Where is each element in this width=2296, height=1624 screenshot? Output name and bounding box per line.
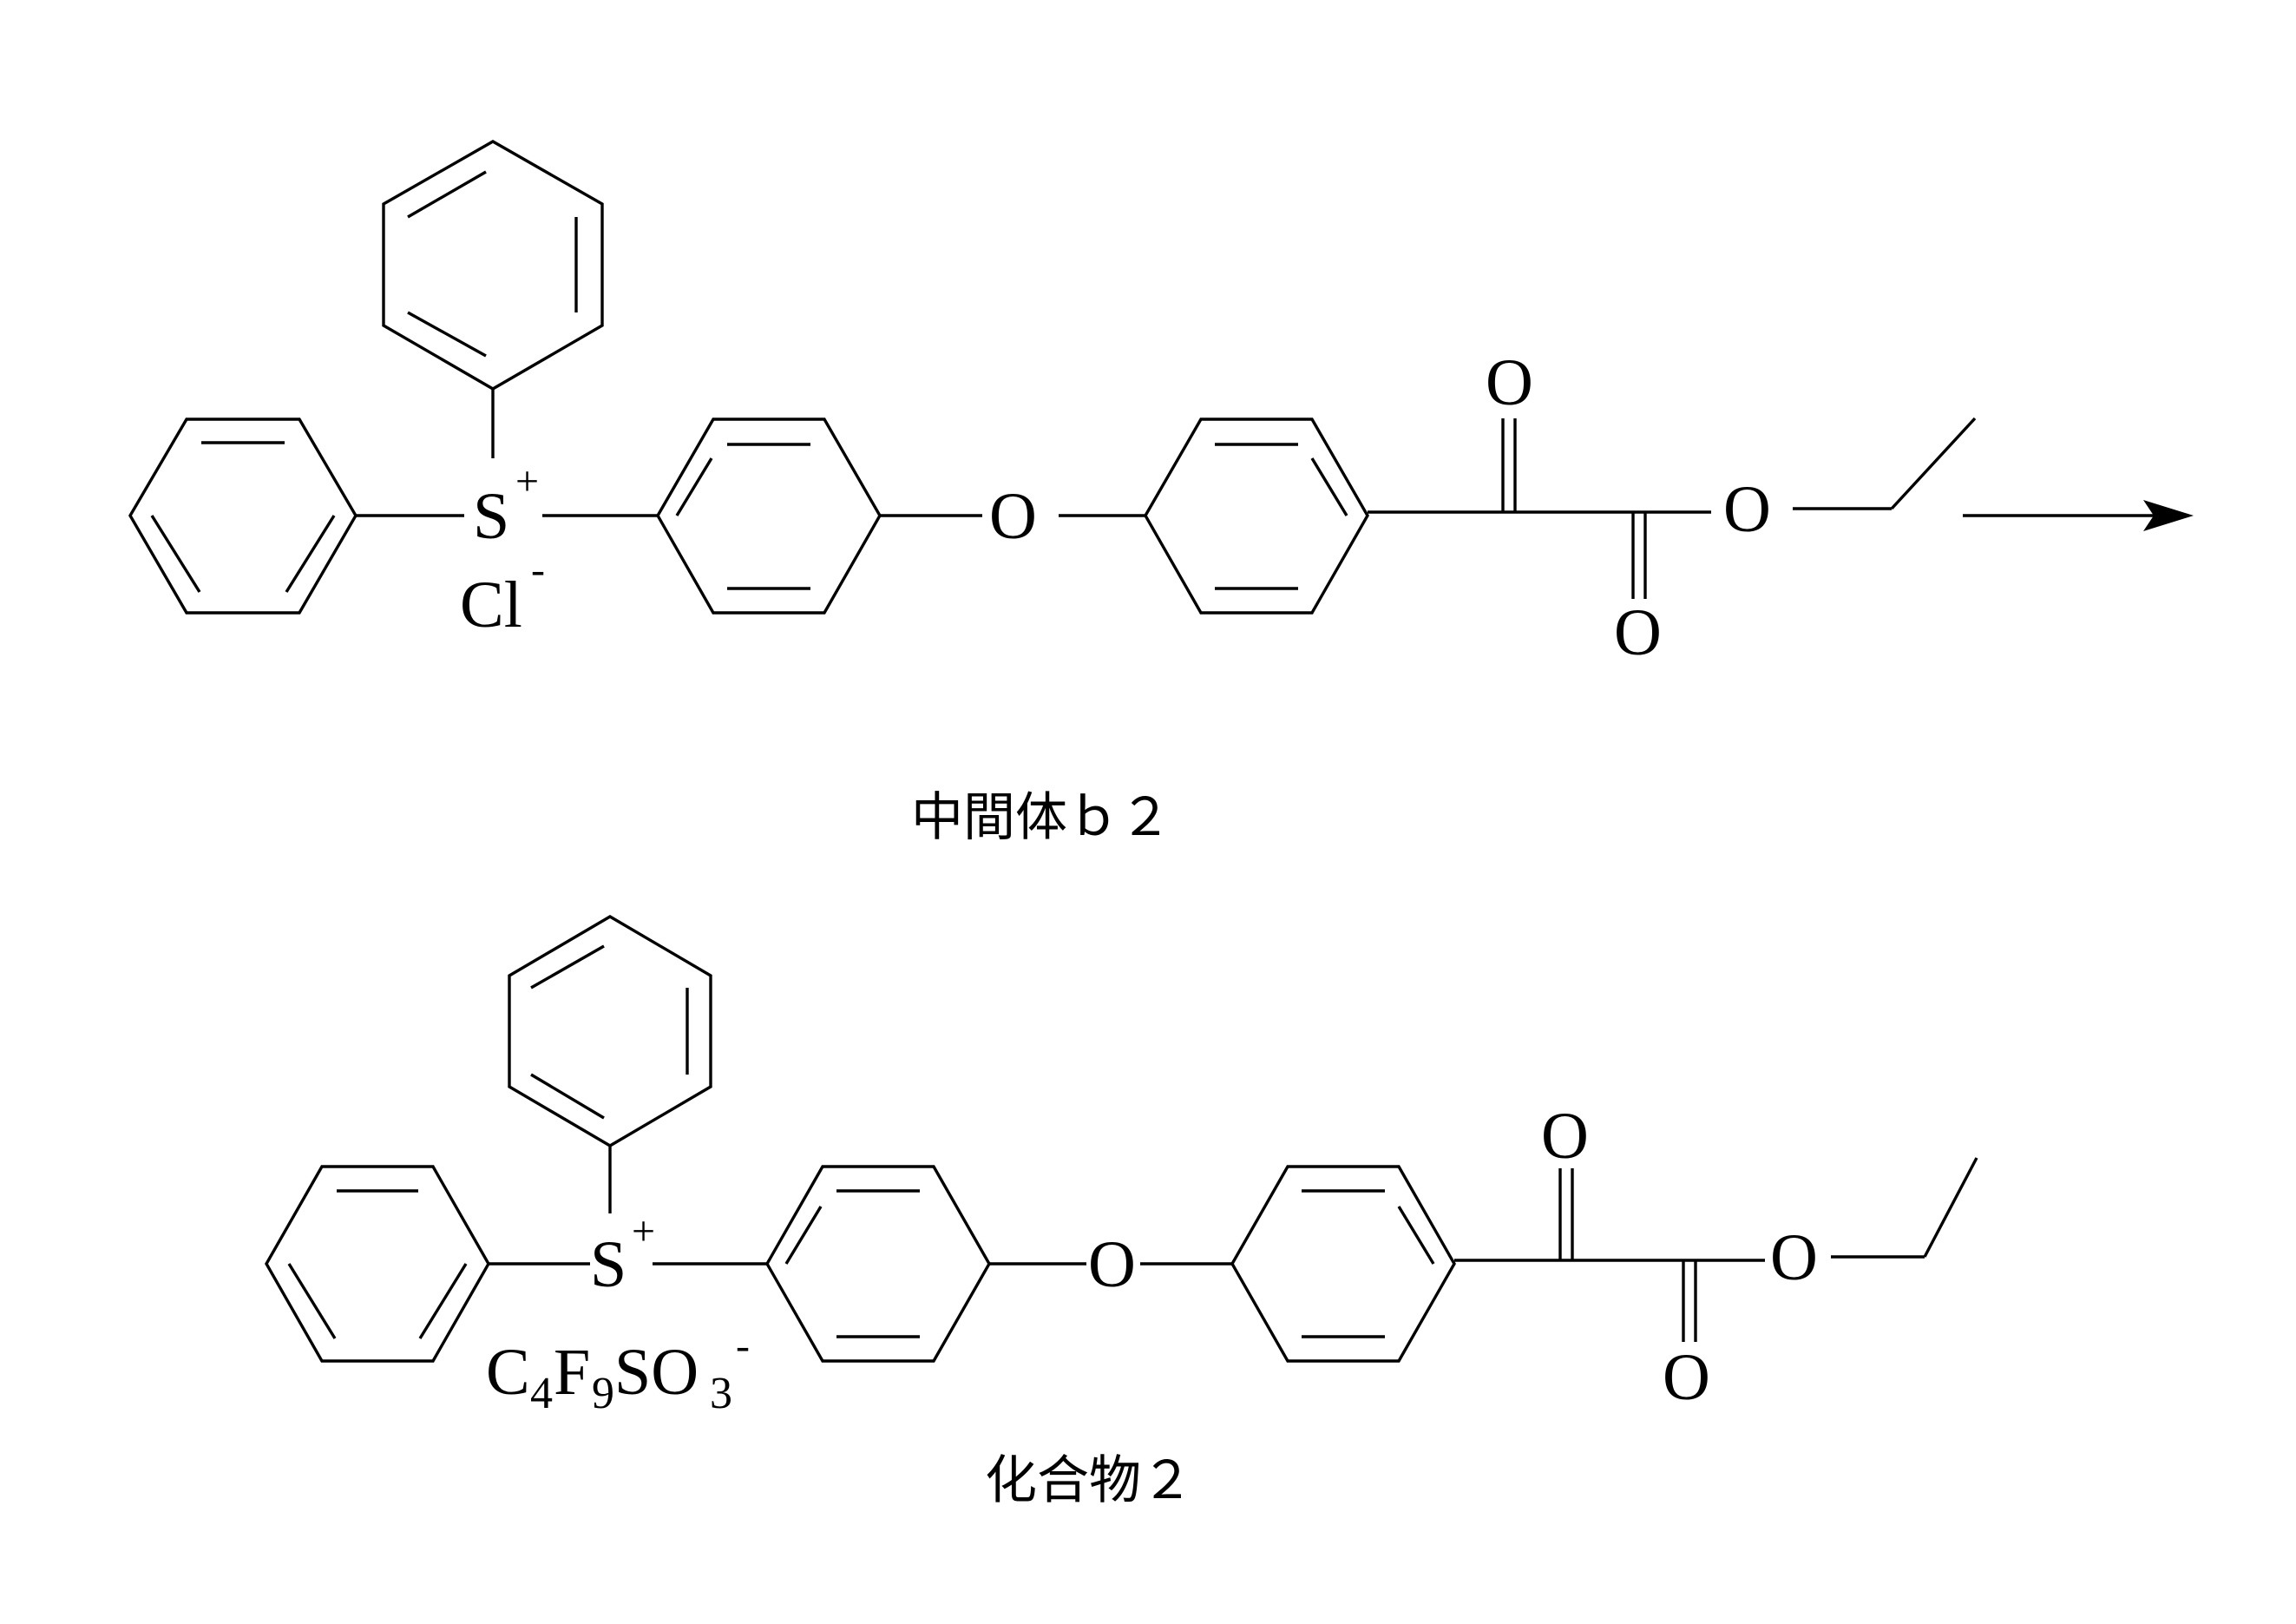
counterion-nonaflate: C 4 F 9 SO 3 -	[486, 1323, 750, 1418]
keto-oxygen-2: O	[1541, 1100, 1589, 1173]
counterion-so: SO	[614, 1336, 699, 1409]
chloride-charge: -	[531, 547, 545, 593]
caption-compound-2: 化合物２	[985, 1450, 1193, 1511]
sulfonium-charge-1: +	[515, 458, 539, 504]
ether-oxygen-2: O	[1088, 1228, 1136, 1301]
bond-skeleton-1	[130, 141, 1975, 613]
ether-oxygen-1: O	[989, 480, 1037, 553]
ester-oxygen-1: O	[1723, 473, 1771, 546]
counterion-charge: -	[736, 1323, 750, 1369]
ester-oxygen-2: O	[1770, 1221, 1818, 1294]
chloride-label: Cl	[460, 569, 522, 641]
counterion-o-count: 3	[710, 1369, 732, 1418]
counterion-f: F	[554, 1336, 590, 1409]
counterion-f-count: 9	[592, 1369, 614, 1418]
counterion-c-count: 4	[530, 1369, 553, 1418]
ester-carbonyl-oxygen-1: O	[1614, 596, 1662, 669]
sulfonium-s-2: S	[590, 1228, 626, 1301]
structure-intermediate-b2: S + Cl - O O O O 中間体ｂ２	[130, 141, 1975, 848]
counterion-c: C	[486, 1336, 530, 1409]
sulfonium-charge-2: +	[632, 1208, 655, 1254]
ester-carbonyl-oxygen-2: O	[1663, 1341, 1710, 1414]
keto-oxygen-1: O	[1486, 346, 1533, 419]
reaction-arrow	[1963, 500, 2194, 531]
caption-intermediate-b2: 中間体ｂ２	[911, 787, 1171, 848]
sulfonium-s-1: S	[473, 480, 509, 553]
structure-compound-2: S + C 4 F 9 SO 3 - O O O O 化合物２	[266, 917, 1977, 1511]
